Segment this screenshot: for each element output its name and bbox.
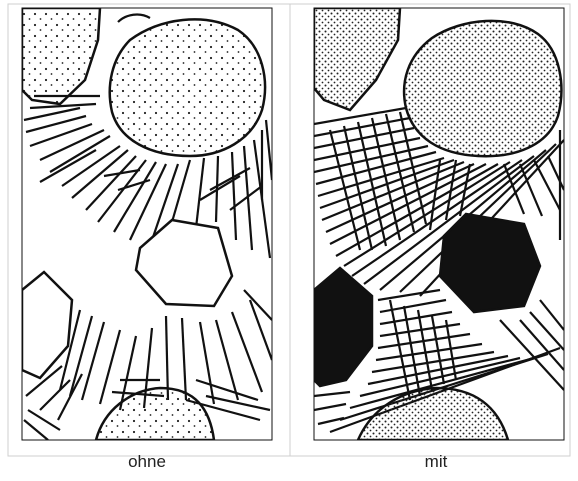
panel-mit — [314, 8, 564, 440]
caption-mit: mit — [376, 452, 496, 472]
grain-large-dotted — [110, 19, 265, 156]
panel-ohne — [22, 8, 272, 440]
caption-ohne: ohne — [87, 452, 207, 472]
grain-large-dotted — [404, 21, 561, 156]
